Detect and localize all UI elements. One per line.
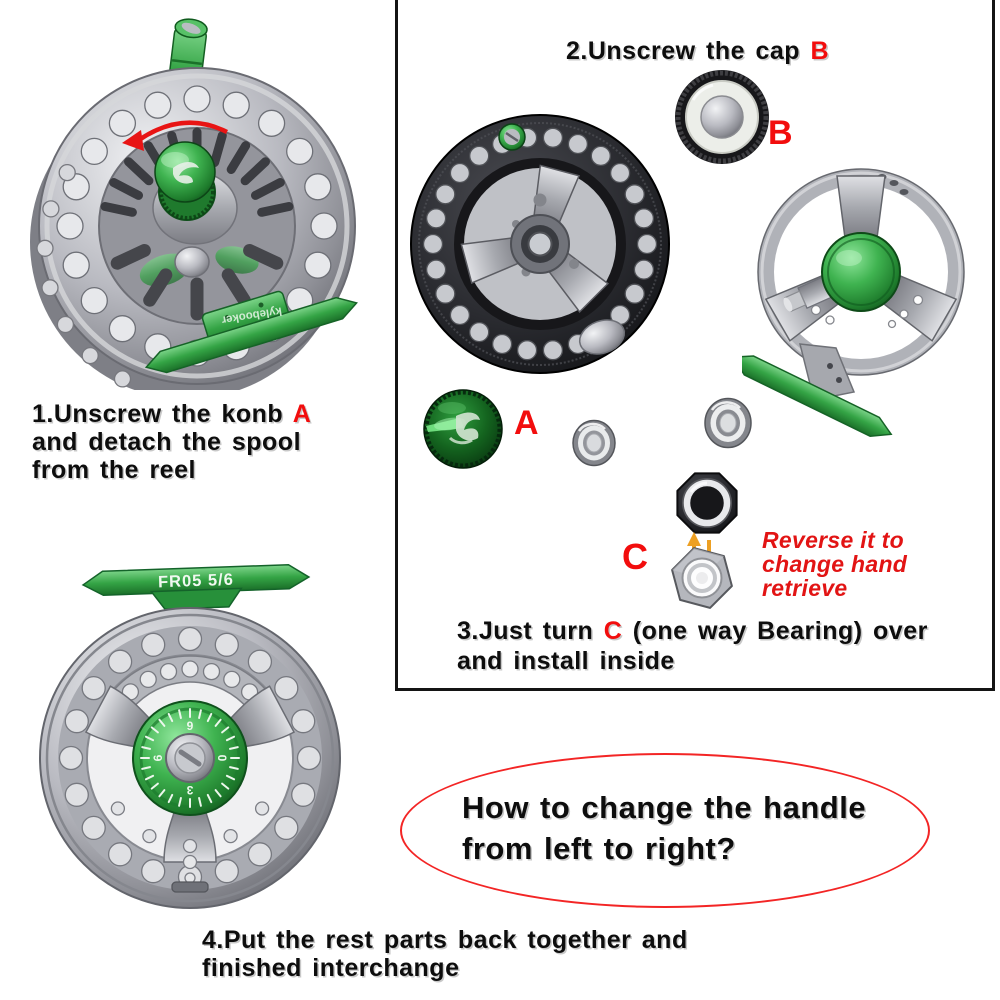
drag-dial: 0 3 6 9 (132, 700, 248, 816)
note-line3: retrieve (762, 575, 848, 601)
lower-rim-holes (36, 163, 132, 388)
foot-model-text: FR05 5/6 (158, 571, 234, 592)
step1-line2: and detach the spool (32, 428, 302, 456)
one-way-bearing-photo (671, 472, 738, 609)
step3-text: 3.Just turn C (one way Bearing) over and… (457, 616, 928, 676)
step1-part-ref: A (292, 400, 312, 428)
green-screw (498, 123, 526, 151)
step4-line1: 4.Put the rest parts back together and (202, 926, 688, 954)
detached-spool-photo (410, 114, 670, 374)
dial-number-0: 0 (215, 755, 229, 762)
reel-frame-photo (742, 168, 965, 438)
note-line1: Reverse it to (762, 527, 904, 553)
bearing-small-photo (572, 419, 616, 467)
drag-knob (154, 141, 216, 203)
assembled-fly-reel-photo: kylebooker (30, 18, 358, 390)
label-c: C (622, 536, 648, 577)
frame-foot (742, 355, 893, 438)
note-line2: change hand (762, 551, 908, 577)
step3-prefix: 3.Just turn (457, 617, 604, 645)
green-hub (821, 232, 901, 312)
lower-spoke-holes (110, 801, 270, 854)
cage-slots-bottom (110, 244, 284, 321)
step1-prefix: 1.Unscrew the konb (32, 400, 293, 428)
spool-counterweight (578, 319, 626, 355)
step1-line3: from the reel (32, 456, 196, 484)
center-screw-slot (178, 749, 202, 767)
step1-text: 1.Unscrew the konb A and detach the spoo… (32, 400, 311, 484)
step3-line2: and install inside (457, 647, 675, 675)
step3-suffix: (one way Bearing) over (622, 617, 928, 645)
step4-text: 4.Put the rest parts back together and f… (202, 926, 688, 982)
reel-foot-model: FR05 5/6 (81, 564, 311, 610)
spool-hole-ring (422, 127, 658, 361)
dial-number-3: 3 (186, 783, 193, 797)
question-line1: How to change the handle (462, 790, 867, 825)
step4-line2: finished interchange (202, 954, 460, 982)
brand-logo-icon (456, 412, 480, 441)
question-line2: from left to right? (462, 831, 736, 866)
dial-number-6: 6 (151, 754, 165, 761)
label-b: B (768, 114, 793, 152)
bearing-top-nut (676, 472, 738, 534)
spindle-hole (527, 231, 553, 257)
brand-logo-icon (173, 162, 199, 184)
question-text: How to change the handle from left to ri… (462, 787, 866, 869)
step2-text: 2.Unscrew the cap B (566, 37, 829, 65)
reverse-note-text: Reverse it to change hand retrieve (762, 528, 907, 600)
counterweight-knob (174, 246, 210, 278)
bearing-hex-nut (671, 547, 733, 609)
dial-ticks (140, 708, 240, 808)
knob-a-photo (423, 389, 503, 469)
spool-latch (171, 881, 209, 893)
arrowhead-icon (122, 130, 144, 151)
rim-hole-ring (58, 626, 322, 890)
reel-foot: kylebooker (144, 290, 358, 374)
unscrew-direction-arrow-icon (137, 120, 229, 142)
label-a: A (514, 404, 539, 442)
dial-number-9: 9 (187, 719, 194, 733)
step2-part-ref: B (810, 37, 830, 65)
reel-front-photo: FR05 5/6 0 3 6 9 (39, 564, 341, 909)
cap-b-photo (675, 70, 769, 164)
question-oval (400, 753, 930, 908)
instruction-panel-border (395, 0, 995, 691)
step2-prefix: 2.Unscrew the cap (566, 37, 811, 65)
bearing-large-photo (704, 397, 752, 449)
step3-part-ref: C (603, 617, 623, 645)
